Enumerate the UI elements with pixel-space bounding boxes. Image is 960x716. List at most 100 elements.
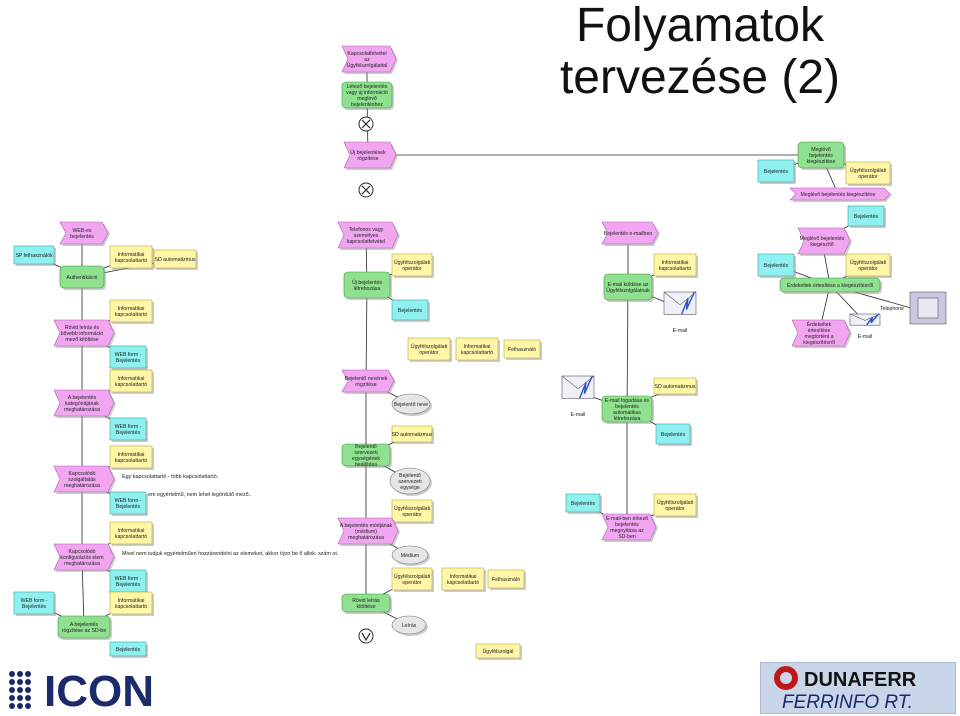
node-doc[interactable]: Bejelentés: [391, 299, 430, 322]
connector-or-icon: [358, 628, 374, 644]
node-function[interactable]: Érdekeltek értesítése a kiegészítésről: [779, 277, 882, 294]
node-org[interactable]: SD automatizmus: [153, 249, 198, 270]
node-doc[interactable]: Bejelentés: [109, 641, 148, 658]
node-info[interactable]: Bejelentő neve: [391, 393, 432, 416]
node-org[interactable]: Felhasználó: [487, 569, 526, 590]
diagram-note: em egyértelmű, nem lehet legördülő mező.…: [148, 492, 252, 498]
node-org[interactable]: Ügyfélszolgál: [475, 643, 522, 660]
node-info[interactable]: Leírás: [391, 615, 428, 636]
node-info[interactable]: E-mail: [663, 291, 697, 334]
node-doc[interactable]: Bejelentés: [655, 423, 692, 446]
node-doc[interactable]: Bejelentés: [757, 159, 796, 184]
node-info[interactable]: Médium: [391, 545, 430, 566]
node-org[interactable]: SD automatizmus: [653, 377, 698, 396]
node-event[interactable]: Meglévő bejelentés kiegészítése: [789, 187, 892, 202]
diagram-note: Mivel nem tudjuk egyértelműen hozzárende…: [122, 551, 338, 557]
node-doc[interactable]: WEB form -Bejelentés: [109, 417, 148, 442]
node-info[interactable]: Telephone: [880, 291, 947, 325]
email-icon: [663, 291, 697, 315]
node-label: Felhasználó: [492, 577, 520, 583]
node-function[interactable]: Authentikáció: [59, 265, 106, 290]
node-label: Bejelentés: [854, 214, 879, 220]
node-doc[interactable]: WEB form -Bejelentés: [109, 491, 148, 516]
node-doc[interactable]: Bejelentés: [847, 205, 886, 228]
node-event[interactable]: Bejelentés e-mailben: [601, 221, 660, 246]
node-doc[interactable]: Bejelentés: [757, 253, 796, 278]
node-label: Bejelentés: [764, 169, 789, 175]
connector-mark: [361, 119, 371, 129]
node-org[interactable]: SD automatizmus: [392, 425, 434, 444]
node-doc[interactable]: WEB form -Bejelentés: [109, 569, 148, 594]
node-label: SD automatizmus: [655, 384, 696, 390]
node-label: SP felhasználók: [15, 253, 53, 259]
node-doc[interactable]: SP felhasználók: [13, 245, 56, 266]
node-doc[interactable]: WEB form -Bejelentés: [13, 591, 56, 616]
node-doc[interactable]: WEB form -Bejelentés: [109, 345, 148, 370]
node-info[interactable]: E-mail: [849, 313, 881, 340]
dunaferr-logo-bottom: FERRINFO RT.: [782, 692, 913, 713]
node-event[interactable]: A bejelentés módjának(médium)meghatározá…: [337, 517, 400, 546]
node-org[interactable]: Felhasználó: [503, 339, 542, 360]
node-label: A bejelentés módjának(médium)meghatározá…: [340, 523, 393, 541]
icon-logo-dots-icon: [9, 671, 31, 709]
node-label: Telephone: [880, 306, 904, 312]
node-label: Bejelentés: [571, 501, 596, 507]
node-doc[interactable]: Bejelentés: [565, 493, 602, 514]
node-info[interactable]: E-mail: [561, 375, 595, 418]
